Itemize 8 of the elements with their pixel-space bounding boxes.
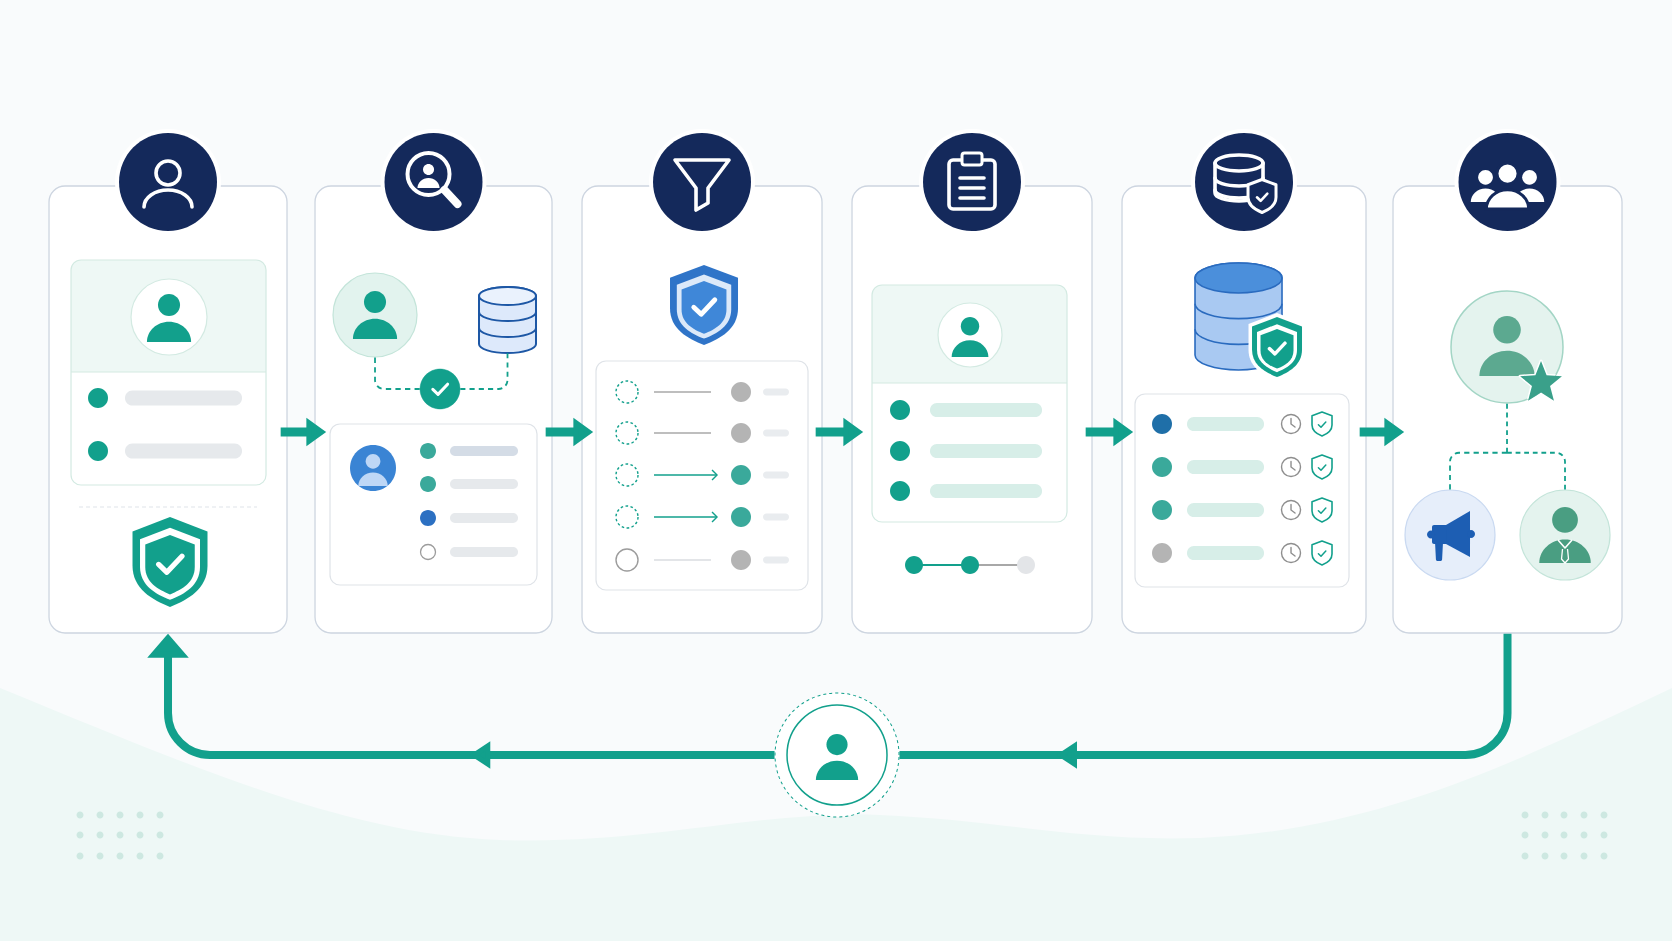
check-circle xyxy=(419,368,461,410)
dashed-line xyxy=(1449,451,1508,491)
dashed-line xyxy=(459,352,509,390)
dashed-line xyxy=(1506,451,1566,491)
dashed-line xyxy=(374,356,421,390)
dashed-line xyxy=(1506,402,1508,454)
avatar-circle xyxy=(774,692,900,818)
database-cylinder xyxy=(478,286,537,354)
